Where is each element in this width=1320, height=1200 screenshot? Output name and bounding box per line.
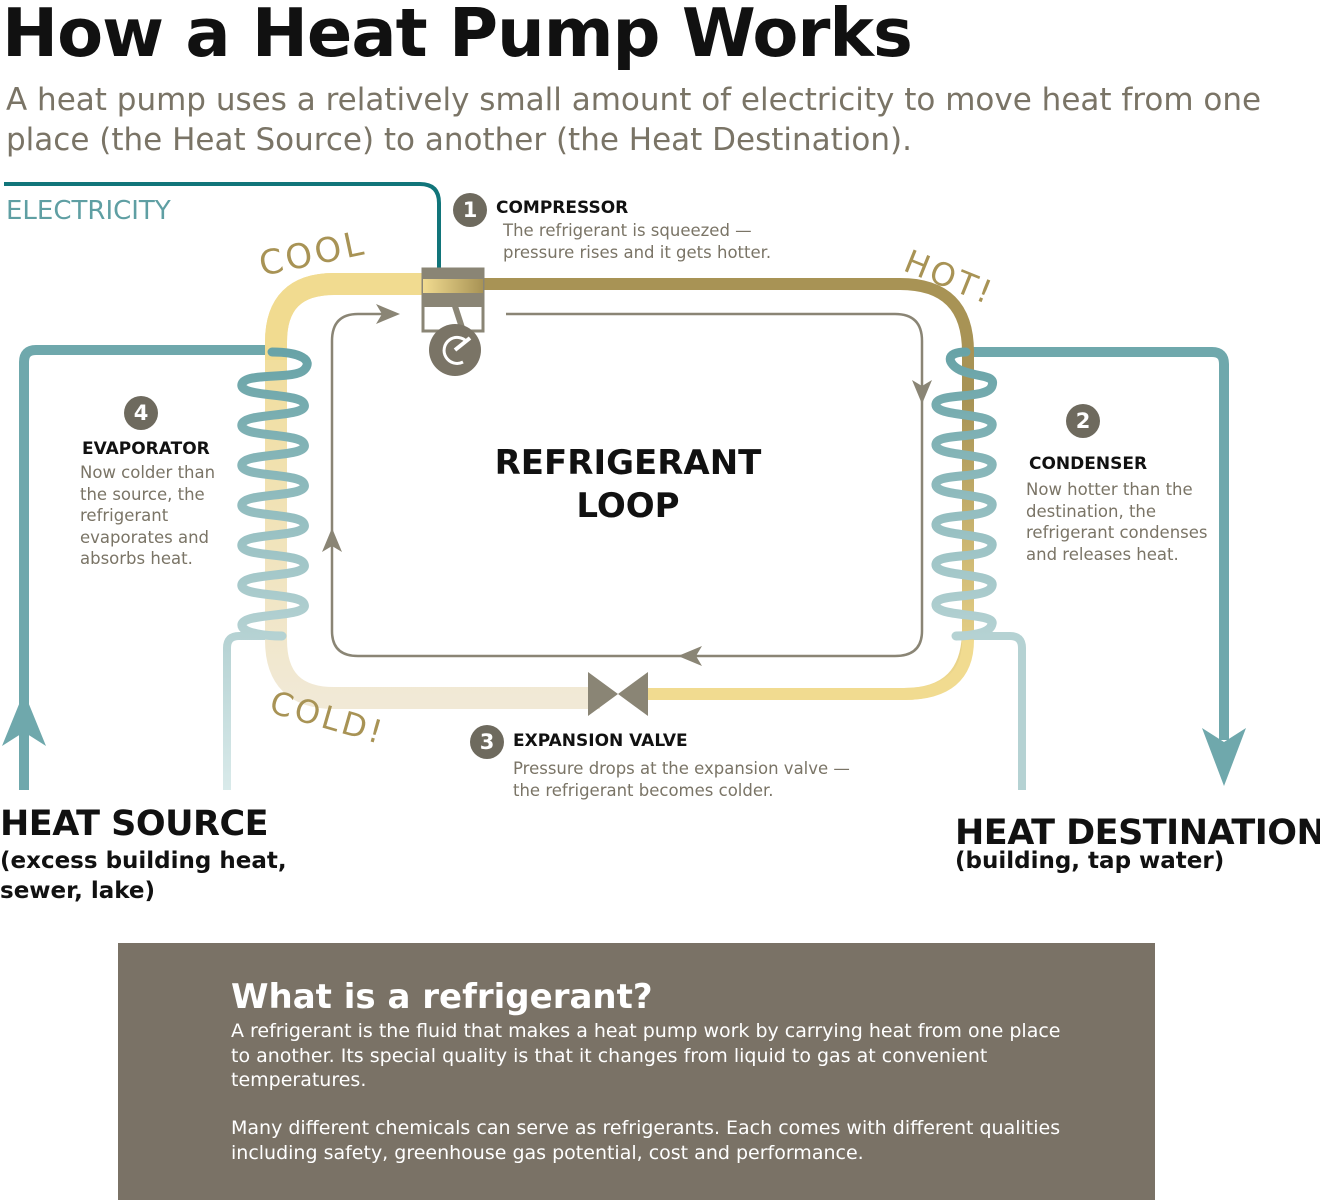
refrigerant-cool-top: [265, 273, 430, 360]
step-1-title: COMPRESSOR: [496, 198, 629, 218]
refrigerant-bottom-right: [640, 639, 974, 700]
step-1-text: The refrigerant is squeezed — pressure r…: [503, 220, 771, 263]
step-4-number: 4: [124, 396, 158, 430]
heat-source-arrow-icon: [2, 692, 46, 746]
evaporator-coil: [237, 347, 312, 641]
step-1-number: 1: [453, 193, 487, 227]
step-4-text: Now colder than the source, the refriger…: [80, 463, 216, 568]
compressor-icon: [421, 267, 485, 376]
step-3-number: 3: [470, 725, 504, 759]
step-2-title: CONDENSER: [1029, 454, 1148, 474]
heat-destination-arrow-icon: [1202, 728, 1246, 786]
info-box-paragraph-2: Many different chemicals can serve as re…: [231, 1117, 1061, 1164]
expansion-valve-icon: [588, 672, 648, 716]
step-2-number: 2: [1066, 404, 1100, 438]
electricity-line: [4, 182, 441, 275]
step-3-title: EXPANSION VALVE: [513, 731, 688, 751]
step-3-text-line2: the refrigerant becomes colder.: [513, 780, 774, 800]
heat-source-detail: (excess building heat, sewer, lake): [0, 848, 287, 904]
condenser-coil: [931, 347, 997, 641]
refrigerant-loop-label: REFRIGERANT LOOP: [478, 442, 778, 528]
step-3-text: Pressure drops at the expansion valve — …: [513, 758, 850, 801]
page-subtitle: A heat pump uses a relatively small amou…: [6, 82, 1262, 158]
flow-arrow-left-icon: [322, 528, 342, 552]
heat-destination-detail: (building, tap water): [955, 848, 1225, 874]
flow-arrow-bottom-icon: [678, 646, 702, 666]
flow-arrow-top-icon: [376, 304, 400, 324]
step-2-text: Now hotter than the destination, the ref…: [1026, 480, 1208, 564]
refrigerant-loop-label-line1: REFRIGERANT: [494, 443, 762, 483]
electricity-label: ELECTRICITY: [6, 196, 171, 226]
refrigerant-hot-pipe: [480, 278, 974, 420]
refrigerant-info-box: What is a refrigerant? A refrigerant is …: [118, 943, 1155, 1200]
page-title: How a Heat Pump Works: [2, 0, 913, 72]
heat-source-pipe: [19, 345, 272, 790]
info-box-paragraph-1: A refrigerant is the fluid that makes a …: [231, 1020, 1061, 1091]
heat-source-label: HEAT SOURCE: [0, 804, 269, 844]
step-1-text-line2: pressure rises and it gets hotter.: [503, 242, 772, 262]
flow-arrow-right-icon: [912, 380, 932, 404]
heat-destination-pipe: [968, 347, 1229, 740]
heat-pump-diagram: COOL HOT! COLD!: [2, 182, 1246, 790]
step-1-text-line1: The refrigerant is squeezed —: [503, 221, 752, 240]
step-3-text-line1: Pressure drops at the expansion valve —: [513, 759, 850, 778]
info-box-title: What is a refrigerant?: [231, 977, 653, 1017]
step-4-title: EVAPORATOR: [82, 439, 210, 459]
refrigerant-loop-label-line2: LOOP: [576, 486, 680, 526]
heat-destination-return-pipe: [960, 632, 1026, 790]
heat-destination-label: HEAT DESTINATION: [955, 813, 1320, 853]
refrigerant-flow-loop: [330, 312, 924, 658]
heat-source-return-pipe: [223, 632, 280, 790]
